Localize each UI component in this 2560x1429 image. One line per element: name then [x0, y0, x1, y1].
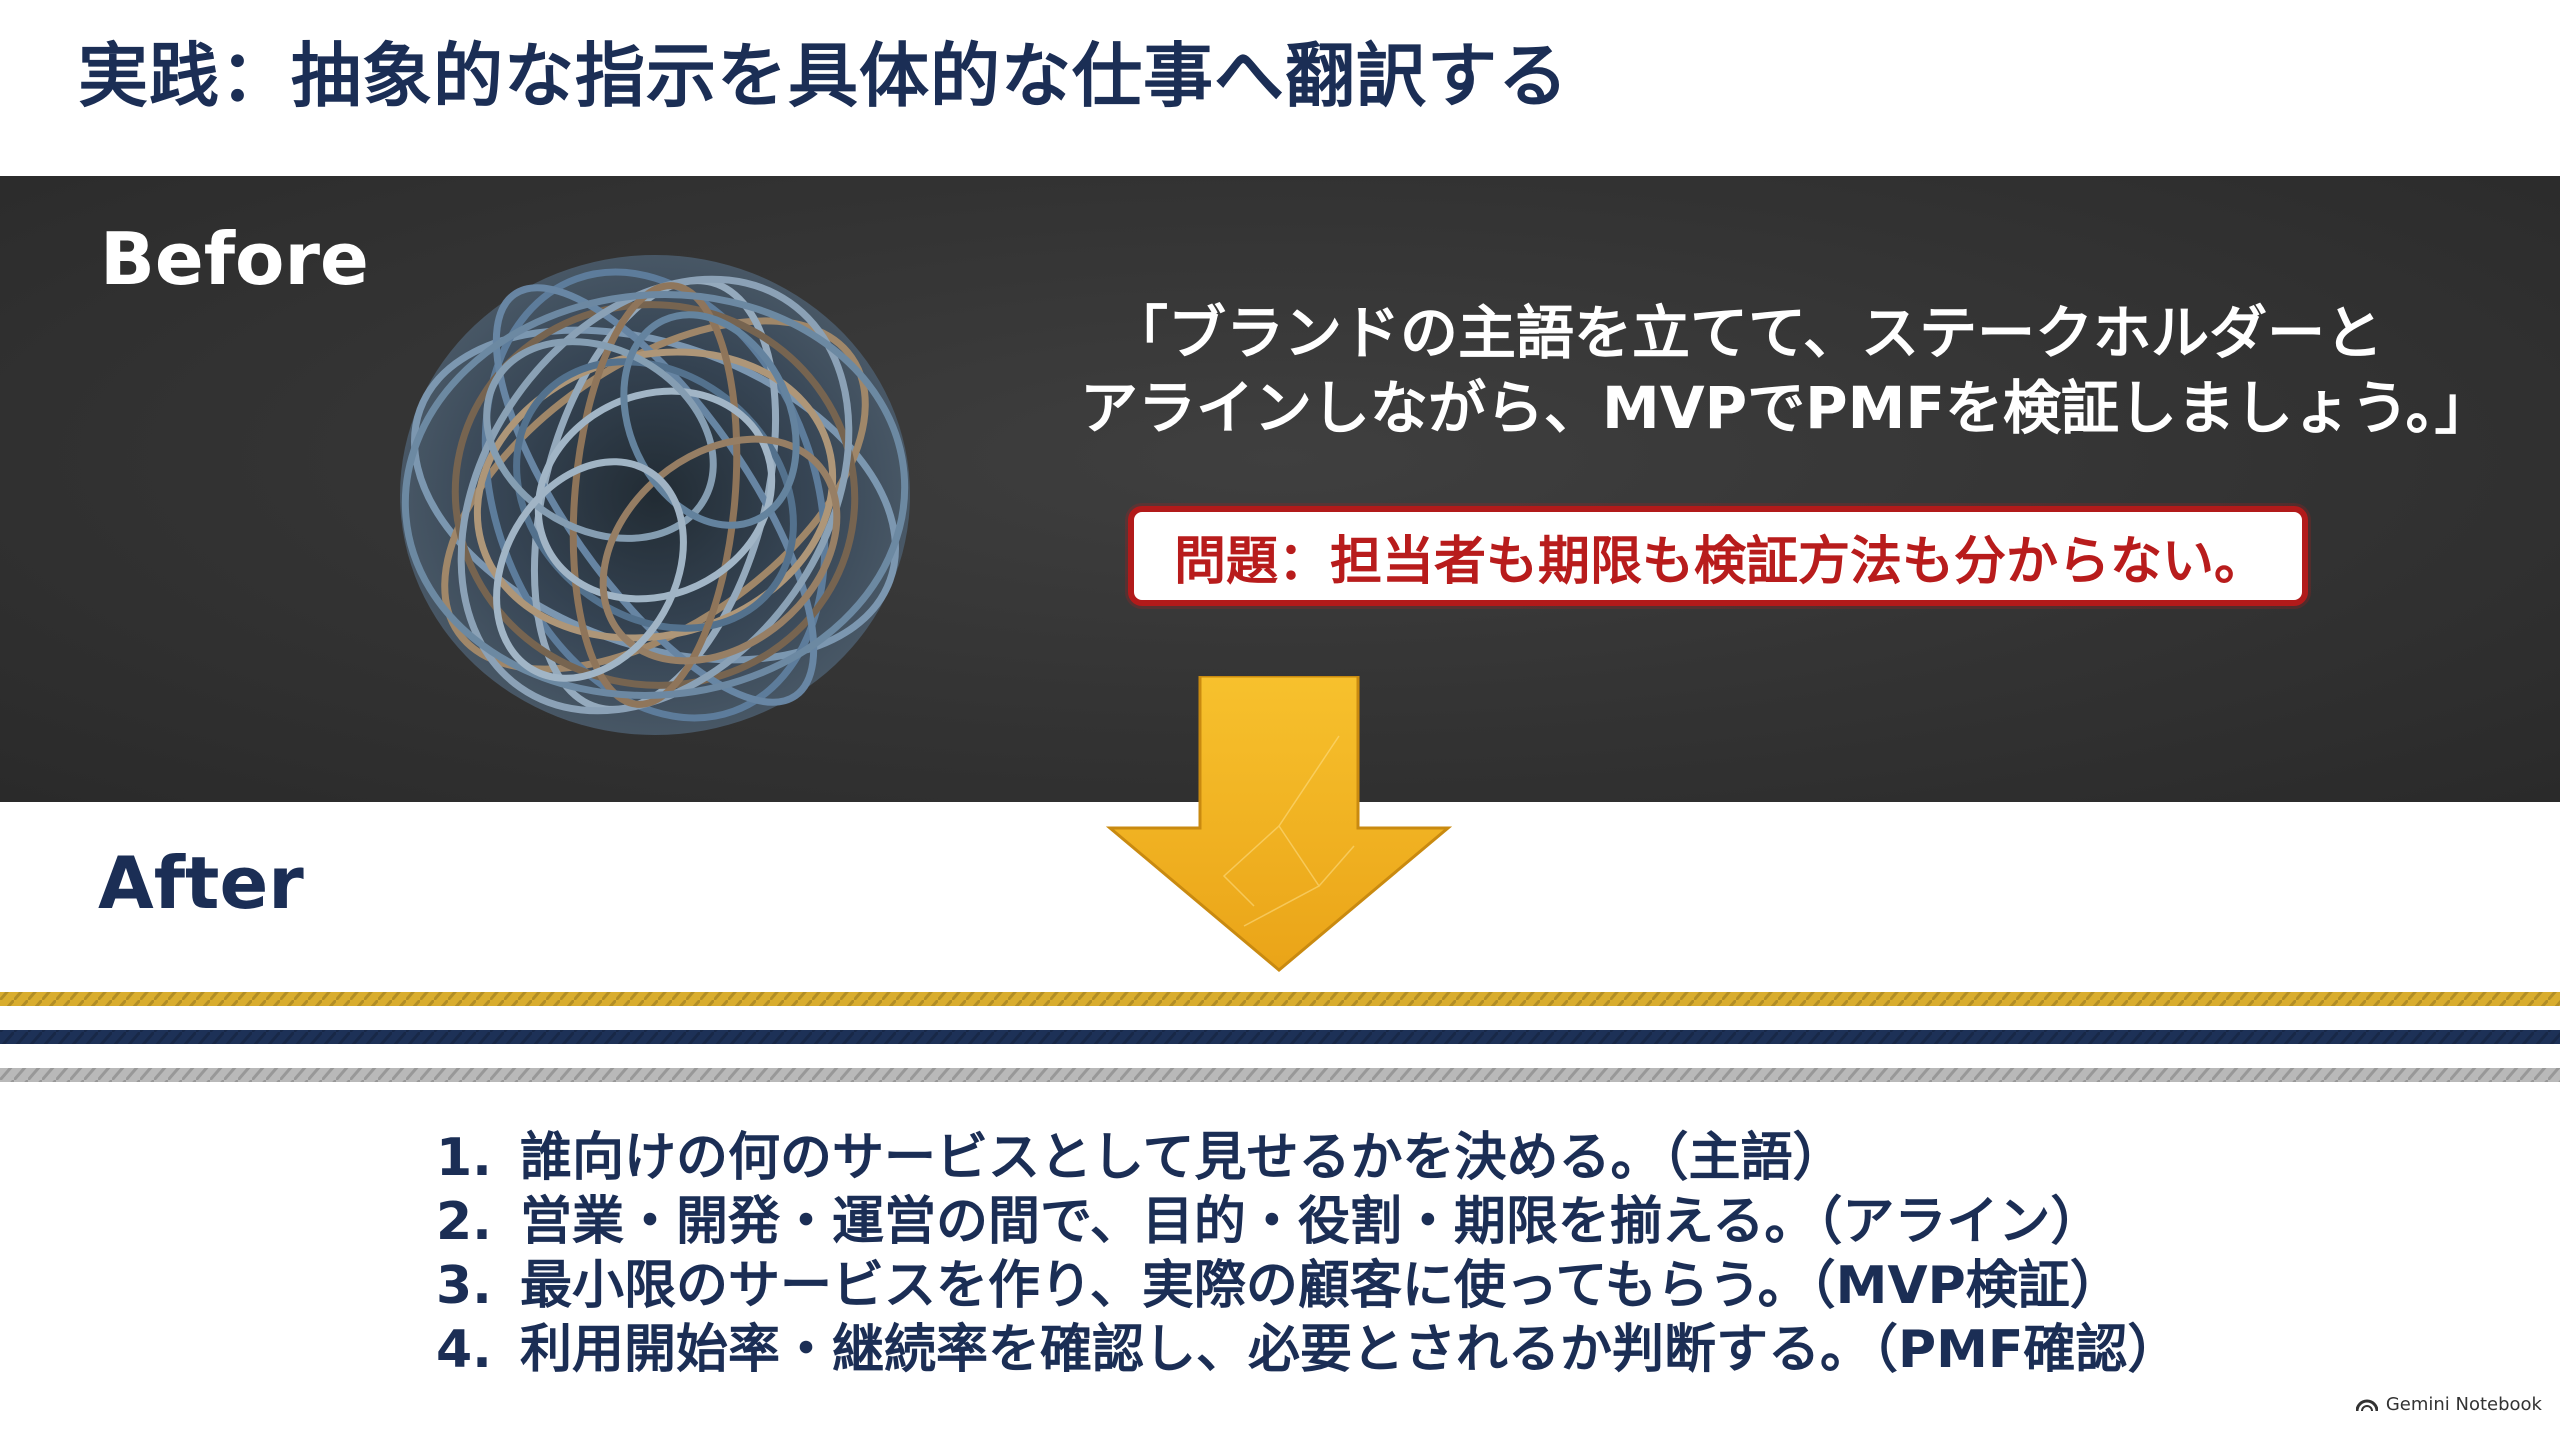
step-number: 4.	[436, 1320, 492, 1380]
quote-line: アラインしながら、MVPでPMFを検証しましょう。」	[1080, 374, 2493, 443]
step-text: 誰向けの何のサービスとして見せるかを決める。（主語）	[520, 1128, 1845, 1188]
problem-callout: 問題：担当者も期限も検証方法も分からない。	[1128, 506, 2308, 606]
list-item: 1. 誰向けの何のサービスとして見せるかを決める。（主語）	[436, 1126, 2179, 1190]
step-text: 営業・開発・運営の間で、目的・役割・期限を揃える。（アライン）	[520, 1192, 2103, 1252]
rope-divider	[0, 992, 2560, 1082]
gemini-notebook-icon	[2355, 1399, 2378, 1411]
step-text: 最小限のサービスを作り、実際の顧客に使ってもらう。（MVP検証）	[520, 1256, 2122, 1316]
brand-text: Gemini Notebook	[2385, 1394, 2542, 1415]
before-quote: 「ブランドの主語を立てて、ステークホルダーと アラインしながら、MVPでPMFを…	[1080, 296, 2500, 447]
list-item: 4. 利用開始率・継続率を確認し、必要とされるか判断する。（PMF確認）	[436, 1318, 2179, 1382]
list-item: 3. 最小限のサービスを作り、実際の顧客に使ってもらう。（MVP検証）	[436, 1254, 2179, 1318]
after-steps-list: 1. 誰向けの何のサービスとして見せるかを決める。（主語） 2. 営業・開発・運…	[436, 1126, 2179, 1382]
step-text: 利用開始率・継続率を確認し、必要とされるか判断する。（PMF確認）	[520, 1320, 2180, 1380]
step-number: 3.	[436, 1256, 492, 1316]
step-number: 2.	[436, 1192, 492, 1252]
arrow-down-icon	[1105, 676, 1453, 972]
list-item: 2. 営業・開発・運営の間で、目的・役割・期限を揃える。（アライン）	[436, 1190, 2179, 1254]
quote-line: 「ブランドの主語を立てて、ステークホルダーと	[1110, 299, 2384, 367]
brand-watermark: Gemini Notebook	[2355, 1394, 2542, 1415]
tangled-yarn-ball-icon	[400, 255, 910, 735]
after-label: After	[98, 841, 304, 925]
step-number: 1.	[436, 1128, 492, 1188]
page-title: 実践：抽象的な指示を具体的な仕事へ翻訳する	[78, 35, 1569, 117]
before-label: Before	[100, 217, 369, 301]
problem-text: 問題：担当者も期限も検証方法も分からない。	[1174, 531, 2267, 592]
